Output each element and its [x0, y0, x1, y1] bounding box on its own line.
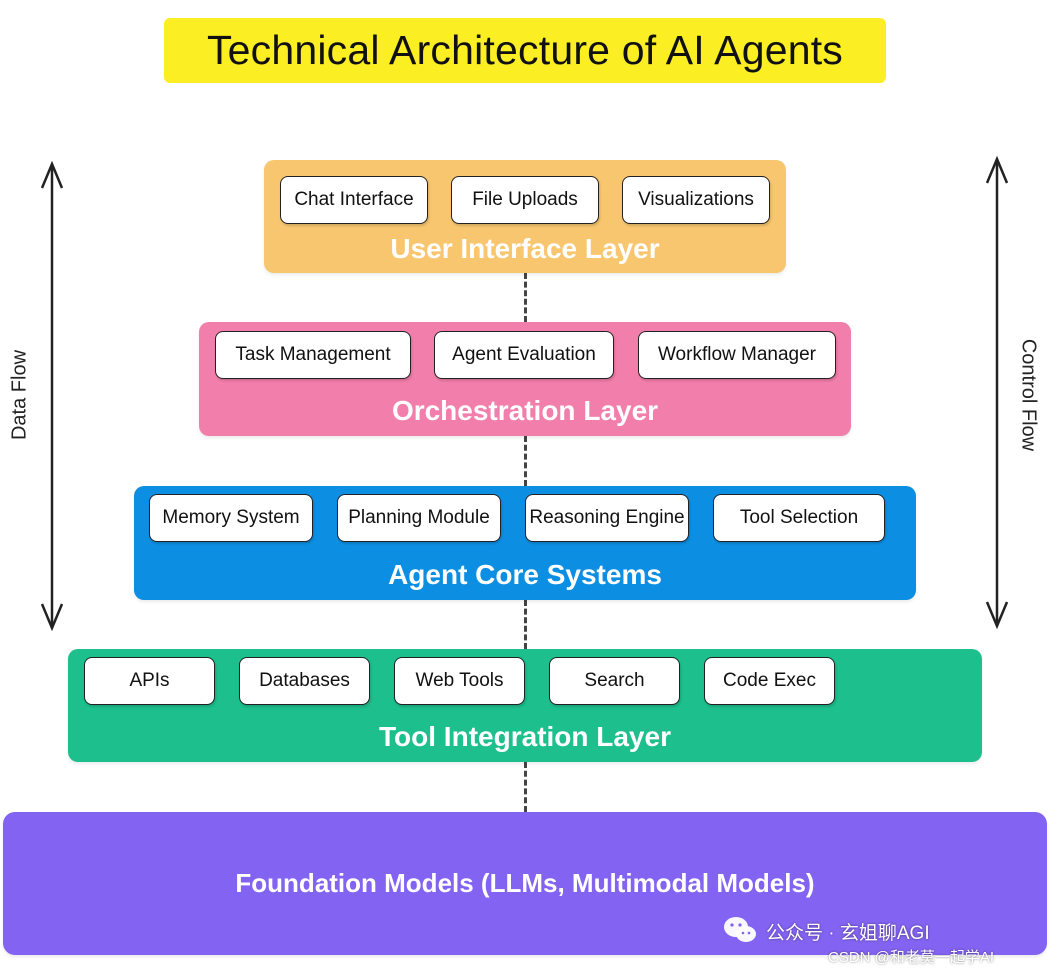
component-web-tools: Web Tools	[394, 657, 525, 705]
data-flow-label: Data Flow	[8, 349, 31, 441]
control-flow-label: Control Flow	[1017, 338, 1040, 452]
wechat-icon	[724, 917, 756, 942]
component-agent-evaluation: Agent Evaluation	[434, 331, 614, 379]
tool-integration-layer: APIs Databases Web Tools Search Code Exe…	[68, 649, 982, 762]
component-visualizations: Visualizations	[622, 176, 770, 224]
component-apis: APIs	[84, 657, 215, 705]
component-search: Search	[549, 657, 680, 705]
component-reasoning-engine: Reasoning Engine	[525, 494, 689, 542]
watermark-account: 公众号 · 玄姐聊AGI	[766, 923, 930, 944]
component-task-management: Task Management	[215, 331, 411, 379]
component-workflow-manager: Workflow Manager	[638, 331, 836, 379]
component-code-exec: Code Exec	[704, 657, 835, 705]
connector-ui-orchestration	[524, 273, 527, 322]
layer-title: Agent Core Systems	[388, 559, 662, 590]
orchestration-layer: Task Management Agent Evaluation Workflo…	[199, 322, 851, 436]
foundation-models-layer: Foundation Models (LLMs, Multimodal Mode…	[3, 812, 1047, 955]
diagram-title: Technical Architecture of AI Agents	[164, 18, 886, 83]
component-file-uploads: File Uploads	[451, 176, 599, 224]
data-flow-arrow	[40, 160, 64, 632]
layer-title: Tool Integration Layer	[379, 721, 671, 752]
control-flow-arrow	[985, 155, 1009, 630]
component-planning-module: Planning Module	[337, 494, 501, 542]
watermark-csdn: CSDN @和老莫一起学AI	[828, 949, 995, 966]
layer-title: User Interface Layer	[390, 233, 660, 264]
layer-title: Orchestration Layer	[391, 395, 659, 426]
connector-tools-foundation	[524, 762, 527, 812]
connector-orchestration-core	[524, 436, 527, 486]
component-databases: Databases	[239, 657, 370, 705]
component-memory-system: Memory System	[149, 494, 313, 542]
layer-title: Foundation Models (LLMs, Multimodal Mode…	[235, 868, 815, 898]
agent-core-systems-layer: Memory System Planning Module Reasoning …	[134, 486, 916, 600]
connector-core-tools	[524, 600, 527, 649]
component-tool-selection: Tool Selection	[713, 494, 885, 542]
user-interface-layer: Chat Interface File Uploads Visualizatio…	[264, 160, 786, 273]
component-chat-interface: Chat Interface	[280, 176, 428, 224]
